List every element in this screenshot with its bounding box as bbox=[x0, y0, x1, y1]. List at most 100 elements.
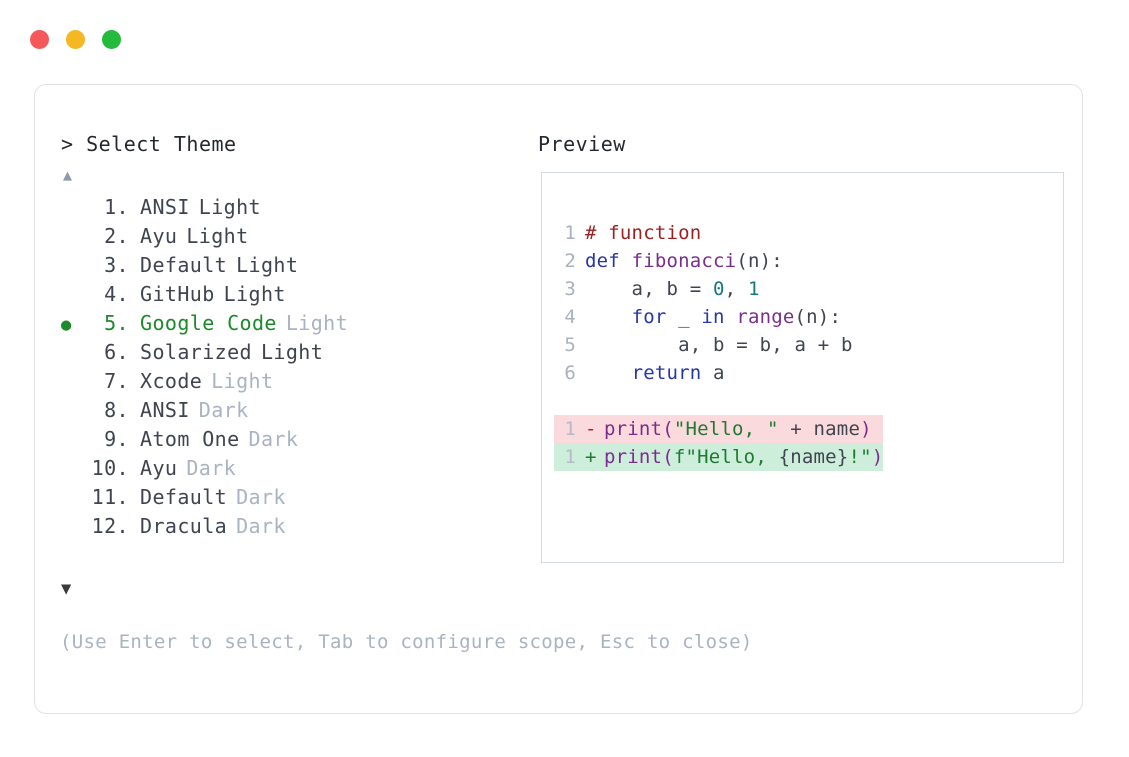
theme-list-item[interactable]: ● 5. Google Code Light bbox=[61, 311, 531, 340]
diff-line-text: print(f"Hello, {name}!") bbox=[604, 443, 883, 471]
line-number: 1 bbox=[564, 222, 576, 244]
theme-item-name: Ayu bbox=[140, 224, 178, 248]
theme-list-item[interactable]: 3. Default Light bbox=[61, 253, 531, 282]
selected-bullet-icon: ● bbox=[61, 315, 72, 335]
scroll-down-icon[interactable]: ▼ bbox=[61, 579, 72, 599]
theme-item-index: 7. bbox=[104, 369, 129, 393]
code-token: # function bbox=[585, 222, 702, 244]
theme-item-name: ANSI bbox=[140, 195, 190, 219]
code-token: print bbox=[604, 418, 663, 440]
diff-block: 1-print("Hello, " + name)1+print(f"Hello… bbox=[554, 415, 884, 471]
code-token: ( bbox=[662, 446, 674, 468]
line-number: 1 bbox=[564, 418, 576, 440]
theme-item-index: 3. bbox=[104, 253, 129, 277]
theme-list-item[interactable]: 11. Default Dark bbox=[61, 485, 531, 514]
theme-item-name: Xcode bbox=[140, 369, 203, 393]
theme-item-variant: Light bbox=[285, 311, 349, 335]
close-window-icon[interactable] bbox=[30, 30, 49, 49]
theme-item-index: 4. bbox=[104, 282, 129, 306]
theme-list-item[interactable]: 7. Xcode Light bbox=[61, 369, 531, 398]
diff-minus-icon: - bbox=[585, 418, 597, 440]
code-line-text: a, b = 0, 1 bbox=[585, 275, 760, 303]
theme-item-variant: Dark bbox=[236, 485, 286, 509]
diff-line-removed: 1-print("Hello, " + name) bbox=[554, 415, 884, 443]
theme-item-variant: Dark bbox=[236, 514, 286, 538]
code-line: 1 # function bbox=[554, 219, 883, 247]
theme-item-variant: Dark bbox=[198, 398, 249, 422]
code-line: 3 a, b = 0, 1 bbox=[554, 275, 883, 303]
line-number: 1 bbox=[564, 446, 576, 468]
code-token: a, b = b, a + b bbox=[585, 334, 853, 356]
line-number: 3 bbox=[564, 278, 576, 300]
code-token: !" bbox=[848, 446, 872, 468]
code-token: 0 bbox=[713, 278, 725, 300]
scroll-up-icon[interactable]: ▲ bbox=[63, 166, 73, 184]
code-token: a bbox=[701, 362, 725, 384]
line-number: 6 bbox=[564, 362, 576, 384]
code-line: 2 def fibonacci(n): bbox=[554, 247, 883, 275]
theme-list-item[interactable]: 10. Ayu Dark bbox=[61, 456, 531, 485]
code-token: _ bbox=[666, 306, 702, 328]
line-number: 4 bbox=[564, 306, 576, 328]
theme-list-item[interactable]: 2. Ayu Light bbox=[61, 224, 531, 253]
theme-item-name: Dracula bbox=[140, 514, 228, 538]
code-token: 1 bbox=[747, 278, 760, 300]
code-token: return bbox=[631, 362, 702, 384]
code-token: + name bbox=[778, 418, 861, 440]
page-title: > Select Theme bbox=[61, 132, 237, 156]
code-line: 4 for _ in range(n): bbox=[554, 303, 883, 331]
diff-plus-icon: + bbox=[585, 446, 597, 468]
theme-item-name: Default bbox=[140, 253, 228, 277]
theme-item-variant: Light bbox=[186, 224, 249, 248]
code-token: , bbox=[724, 278, 748, 300]
theme-item-name: Ayu bbox=[140, 456, 178, 480]
code-token: a, b = bbox=[585, 278, 714, 300]
theme-item-index: 5. bbox=[104, 311, 129, 335]
code-line: 5 a, b = b, a + b bbox=[554, 331, 883, 359]
code-token: (n): bbox=[736, 250, 783, 272]
theme-list-item[interactable]: 1. ANSI Light bbox=[61, 195, 531, 224]
code-line-text: return a bbox=[585, 359, 725, 387]
preview-label: Preview bbox=[538, 132, 626, 156]
theme-item-variant: Light bbox=[211, 369, 274, 393]
theme-item-variant: Dark bbox=[186, 456, 237, 480]
code-token: "Hello, " bbox=[673, 418, 779, 440]
theme-item-variant: Light bbox=[236, 253, 299, 277]
code-line-text: # function bbox=[585, 219, 701, 247]
theme-item-name: Default bbox=[140, 485, 228, 509]
code-line-text: def fibonacci(n): bbox=[585, 247, 783, 275]
code-token: ) bbox=[860, 418, 872, 440]
diff-line-added: 1 + print(f"Hello, {name}!") bbox=[554, 443, 884, 471]
theme-item-name: GitHub bbox=[140, 282, 215, 306]
code-token: f"Hello, bbox=[673, 446, 779, 468]
code-token: fibonacci bbox=[631, 250, 737, 272]
code-token: ) bbox=[871, 446, 884, 468]
code-line: 6 return a bbox=[554, 359, 883, 387]
theme-item-index: 11. bbox=[91, 485, 129, 509]
theme-item-variant: Light bbox=[198, 195, 261, 219]
theme-item-name: Solarized bbox=[140, 340, 252, 364]
theme-item-name: Google Code bbox=[140, 311, 277, 335]
code-token: (n): bbox=[794, 306, 842, 328]
window-traffic-lights bbox=[30, 30, 121, 49]
theme-item-variant: Light bbox=[260, 340, 324, 364]
theme-item-index: 2. bbox=[104, 224, 129, 248]
code-token: for bbox=[631, 306, 667, 328]
code-token bbox=[725, 306, 737, 328]
code-line-text: a, b = b, a + b bbox=[585, 331, 853, 359]
theme-item-variant: Dark bbox=[248, 427, 299, 451]
line-number: 2 bbox=[564, 250, 576, 272]
minimize-window-icon[interactable] bbox=[66, 30, 85, 49]
code-token: range bbox=[736, 306, 795, 328]
page-title-text: Select Theme bbox=[86, 132, 237, 156]
theme-item-index: 1. bbox=[104, 195, 129, 219]
maximize-window-icon[interactable] bbox=[102, 30, 121, 49]
theme-item-index: 10. bbox=[91, 456, 129, 480]
